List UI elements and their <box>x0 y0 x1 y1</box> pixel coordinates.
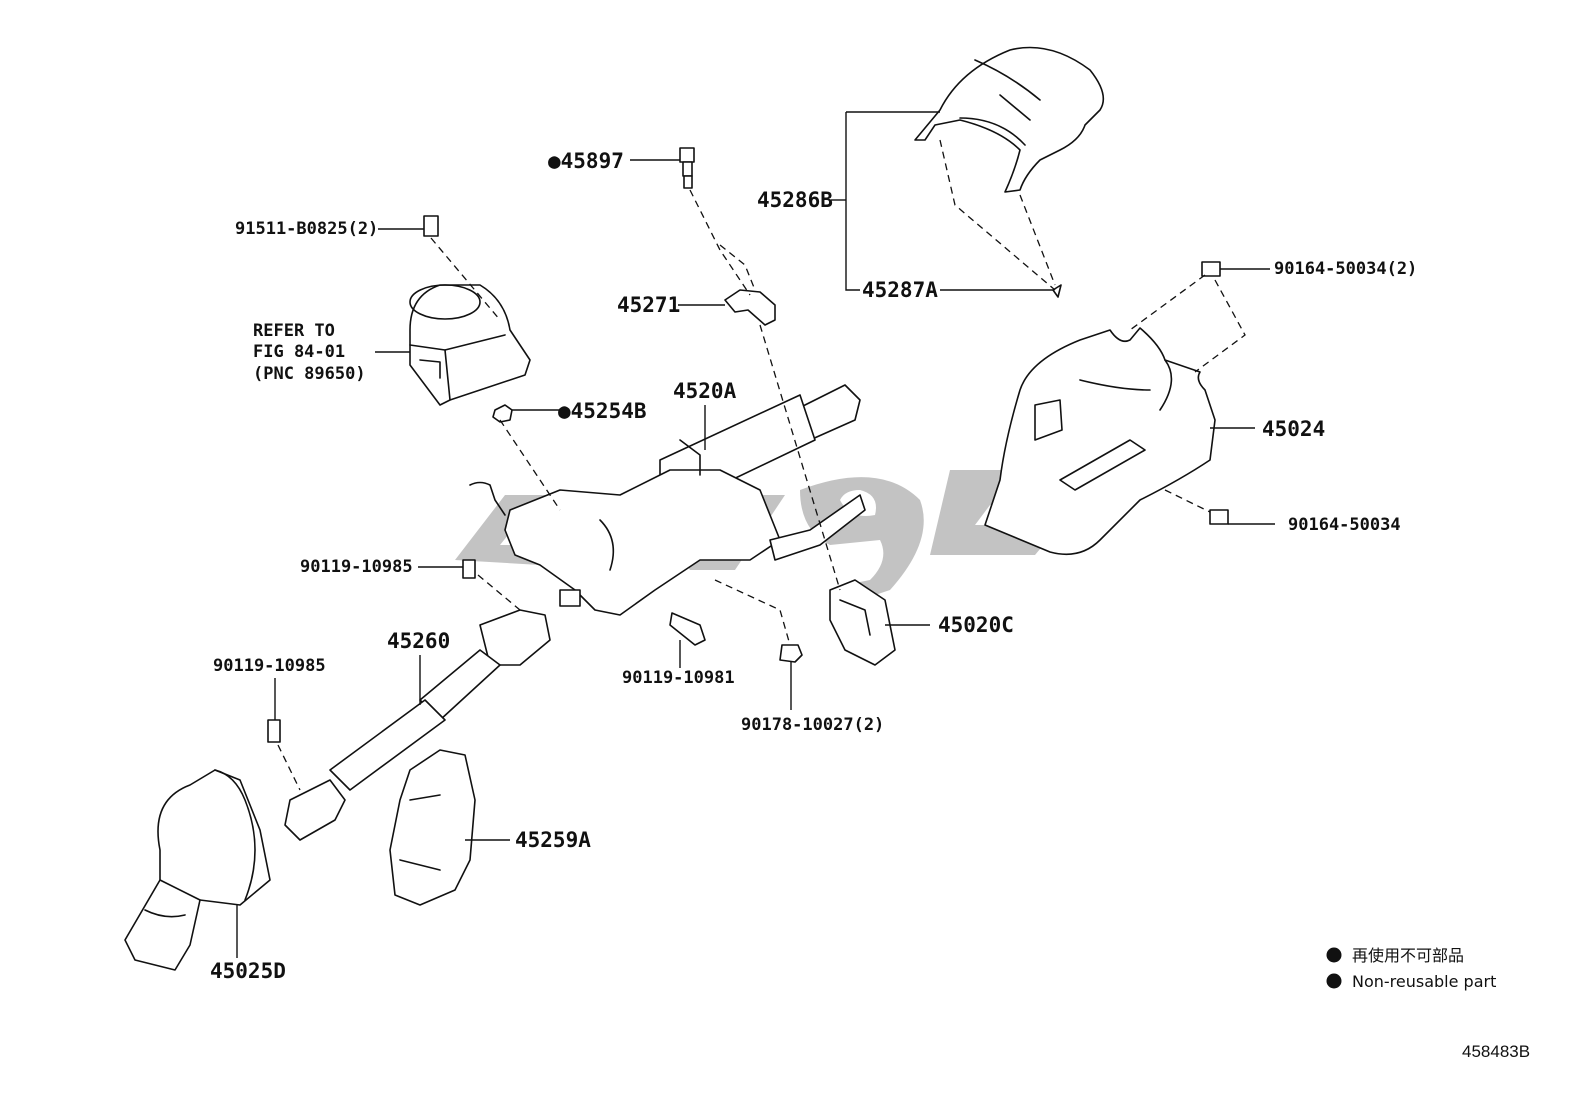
bolt-90119-a <box>462 559 476 579</box>
figure-id: 458483B <box>1462 1042 1530 1061</box>
assembly-lines <box>277 139 1246 791</box>
lower-cover-45024 <box>984 327 1216 556</box>
bolt-90164-lower <box>1209 509 1229 525</box>
label-90119-10985-a: 90119-10985 <box>300 557 413 577</box>
clip-45287a <box>1052 284 1062 298</box>
nut-45254b <box>492 404 513 423</box>
label-45259a: 45259A <box>515 828 591 852</box>
label-refer-line1: REFER TO <box>253 321 335 341</box>
legend: 再使用不可部品 Non-reusable part <box>1326 946 1496 991</box>
label-45254b: ●45254B <box>558 399 647 423</box>
nut-90178 <box>779 644 803 663</box>
part-labels: ●45897 91511-B0825(2) 45286B 45287A 9016… <box>210 149 1417 983</box>
label-45020c: 45020C <box>938 613 1014 637</box>
legend-dot-en <box>1326 973 1342 989</box>
boot-45025d <box>124 769 271 971</box>
bolt-45897 <box>679 147 695 189</box>
legend-jp: 再使用不可部品 <box>1352 946 1464 965</box>
label-90119-10981: 90119-10981 <box>622 668 735 688</box>
label-90164-50034-2: 90164-50034(2) <box>1274 259 1417 279</box>
label-90164-50034: 90164-50034 <box>1288 515 1401 535</box>
eps-motor-ecu <box>409 284 531 406</box>
bracket-45271 <box>724 289 776 326</box>
label-refer-line2: FIG 84-01 <box>253 342 345 362</box>
bolt-91511 <box>423 215 439 237</box>
bolt-90119-c <box>669 612 706 646</box>
label-refer-line3: (PNC 89650) <box>253 364 366 384</box>
legend-dot-jp <box>1326 947 1342 963</box>
label-91511-b0825: 91511-B0825(2) <box>235 219 378 239</box>
column-assembly-4520a <box>469 384 866 616</box>
label-4520a: 4520A <box>673 379 737 403</box>
cover-45259a <box>389 749 476 906</box>
legend-en: Non-reusable part <box>1352 972 1496 991</box>
intermediate-shaft-45260 <box>284 609 551 841</box>
bolt-90164-upper <box>1201 261 1221 277</box>
label-45286b: 45286B <box>757 188 833 212</box>
sensor-45020c <box>829 579 896 666</box>
bolt-90119-b <box>267 719 281 743</box>
label-45260: 45260 <box>387 629 450 653</box>
upper-cover-45286b <box>914 46 1105 193</box>
label-90178-10027: 90178-10027(2) <box>741 715 884 735</box>
label-45271: 45271 <box>617 293 680 317</box>
label-90119-10985-b: 90119-10985 <box>213 656 326 676</box>
label-45897: ●45897 <box>548 149 624 173</box>
label-45287a: 45287A <box>862 278 938 302</box>
label-45025d: 45025D <box>210 959 286 983</box>
leader-lines <box>236 111 1275 958</box>
label-45024: 45024 <box>1262 417 1325 441</box>
